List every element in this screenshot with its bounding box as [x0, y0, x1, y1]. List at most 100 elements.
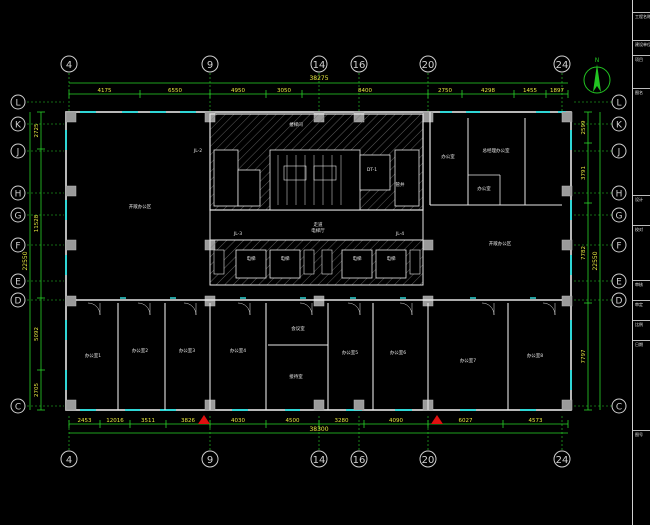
- axis-bubble-bottom-4: [60, 450, 78, 468]
- toilet-block: [213, 149, 239, 207]
- structural-column: [313, 295, 325, 307]
- axis-label-left: D: [15, 297, 22, 307]
- dim-right-value: 7797: [581, 349, 587, 363]
- axis-bubble-left-F: [10, 237, 26, 253]
- dim-top-value: 2750: [438, 88, 452, 94]
- axis-bubble-bottom-16: [350, 450, 368, 468]
- dim-top-value: 4298: [481, 88, 495, 94]
- section-marker: [431, 415, 443, 424]
- title-block-text: 日期: [635, 342, 643, 347]
- elevator-car: [269, 249, 301, 279]
- dim-bottom-value: 3280: [335, 418, 349, 424]
- dim-bottom-value: 2453: [78, 418, 92, 424]
- section-tag: JL-4: [395, 231, 404, 237]
- shaft-small: [409, 249, 421, 275]
- section-tag: JL-3: [233, 231, 242, 237]
- axis-bubble-left-E: [10, 273, 26, 289]
- axis-label-left: L: [15, 99, 20, 109]
- structural-column: [353, 399, 365, 411]
- axis-label-top: 20: [422, 60, 435, 71]
- door-swing: [183, 302, 197, 316]
- title-block-row: [633, 195, 650, 196]
- dim-left-value: 11528: [34, 214, 40, 232]
- north-label: N: [595, 57, 600, 64]
- dim-top-total: 38275: [309, 75, 328, 82]
- axis-bubble-right-J: [611, 143, 627, 159]
- dim-bottom-value: 4500: [286, 418, 300, 424]
- axis-label-left: J: [16, 148, 20, 158]
- axis-label-left: E: [15, 278, 21, 288]
- axis-bubble-left-L: [10, 94, 26, 110]
- axis-label-left: C: [15, 403, 21, 413]
- axis-bubble-left-H: [10, 185, 26, 201]
- structural-column: [313, 399, 325, 411]
- room-label-corridor: 走道: [314, 221, 323, 228]
- shaft-small: [303, 249, 315, 275]
- toilet-block-2: [237, 169, 261, 207]
- title-block-row: [633, 12, 650, 13]
- title-block-text: 项目: [635, 57, 643, 62]
- axis-label-left: G: [15, 212, 22, 222]
- room-label-stair: 楼梯间: [289, 121, 303, 128]
- dim-left-value: 2705: [34, 383, 40, 397]
- axis-bubble-left-J: [10, 143, 26, 159]
- axis-label-bottom: 24: [556, 455, 569, 466]
- dim-left-value: 5092: [34, 327, 40, 341]
- axis-bubble-top-24: [553, 55, 571, 73]
- dim-bottom-value: 4030: [231, 418, 245, 424]
- door-swing: [347, 302, 361, 316]
- door-swing: [87, 302, 101, 316]
- room-label-meeting: 会议室: [291, 325, 305, 332]
- structural-column: [561, 185, 573, 197]
- dim-bottom-value: 12016: [106, 418, 124, 424]
- structural-column: [422, 239, 434, 251]
- room-label-shaft: 管井: [396, 181, 405, 188]
- structural-column: [65, 185, 77, 197]
- structural-column: [65, 111, 77, 123]
- dim-right-value: 7782: [581, 246, 587, 260]
- axis-label-top: 9: [207, 60, 213, 71]
- title-block-row: [633, 55, 650, 56]
- fixture: [313, 165, 337, 181]
- dim-right-value: 2599: [581, 120, 587, 134]
- axis-label-top: 16: [353, 60, 366, 71]
- axis-label-right: G: [616, 212, 623, 222]
- dim-left-total: 22550: [22, 251, 29, 270]
- axis-label-top: 24: [556, 60, 569, 71]
- title-block-text: 图名: [635, 90, 643, 95]
- title-block: 工程名称建设单位项目图名设计校对审核审定比例日期图号: [632, 0, 650, 525]
- room-label-reception: 接待室: [289, 373, 303, 380]
- title-block-text: 工程名称: [635, 14, 650, 19]
- axis-bubble-right-G: [611, 207, 627, 223]
- axis-label-right: C: [616, 403, 622, 413]
- elevator-car: [341, 249, 373, 279]
- fixture: [283, 165, 307, 181]
- elevator-car: [375, 249, 407, 279]
- structural-column: [65, 295, 77, 307]
- axis-label-top: 4: [66, 60, 72, 71]
- title-block-text: 审核: [635, 282, 643, 287]
- room-label-office-ne: 办公室: [441, 153, 455, 160]
- dim-bottom-value: 6027: [459, 418, 473, 424]
- axis-bubble-left-C: [10, 398, 26, 414]
- axis-label-bottom: 14: [313, 455, 326, 466]
- title-block-text: 设计: [635, 197, 643, 202]
- axis-bubble-top-14: [310, 55, 328, 73]
- title-block-row: [633, 320, 650, 321]
- room-label-elev-3: 电梯: [353, 255, 362, 262]
- axis-bubble-right-D: [611, 292, 627, 308]
- axis-label-right: H: [616, 190, 623, 200]
- structural-column: [561, 111, 573, 123]
- structural-column: [65, 399, 77, 411]
- title-block-text: 图号: [635, 432, 643, 437]
- title-block-text: 比例: [635, 322, 643, 327]
- dim-bottom-value: 4573: [529, 418, 543, 424]
- toilet-block-3: [394, 149, 420, 207]
- axis-label-bottom: 20: [422, 455, 435, 466]
- structural-column: [561, 399, 573, 411]
- axis-label-right: E: [616, 278, 622, 288]
- axis-label-right: D: [616, 297, 623, 307]
- axis-bubble-right-L: [611, 94, 627, 110]
- axis-bubble-right-F: [611, 237, 627, 253]
- room-label-office-3: 办公室3: [179, 347, 195, 354]
